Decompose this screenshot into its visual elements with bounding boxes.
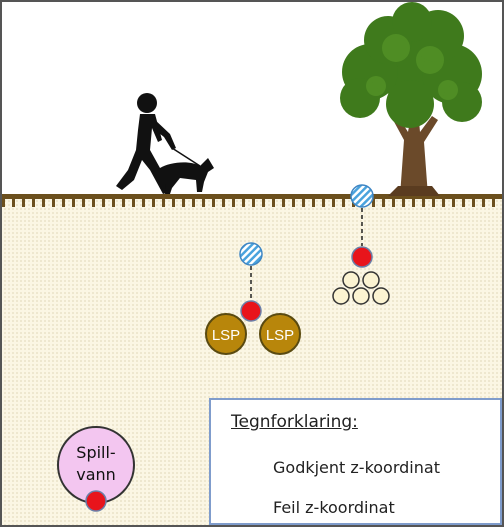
approved-z-point-pipes [351, 246, 373, 268]
approved-z-point-spillvann [85, 490, 107, 512]
approved-z-point-lsp [240, 300, 262, 322]
tree-icon [340, 2, 482, 196]
legend-item-wrong: Feil z-koordinat [273, 495, 395, 519]
ground-texture [2, 199, 502, 207]
legend: Tegnforklaring: Godkjent z-koordinat Fei… [209, 398, 502, 525]
lsp-label-left: LSP [212, 327, 240, 344]
person-walking-dog-icon [116, 93, 214, 194]
legend-label-approved: Godkjent z-koordinat [273, 457, 440, 477]
ground-line [2, 194, 502, 199]
lsp-cable-right: LSP [259, 313, 301, 355]
spillvann-line1: Spill- [76, 443, 116, 462]
legend-label-wrong: Feil z-koordinat [273, 497, 395, 517]
legend-title: Tegnforklaring: [231, 412, 358, 432]
wrong-z-point-lsp [239, 242, 263, 266]
spillvann-line2: vann [76, 465, 116, 484]
spillvann-label: Spill- vann [58, 442, 134, 486]
lsp-cable-left: LSP [205, 313, 247, 355]
pipe-bundle [332, 271, 390, 305]
lsp-label-right: LSP [266, 327, 294, 344]
wrong-z-point-ground [350, 184, 374, 208]
legend-item-approved: Godkjent z-koordinat [273, 455, 440, 479]
